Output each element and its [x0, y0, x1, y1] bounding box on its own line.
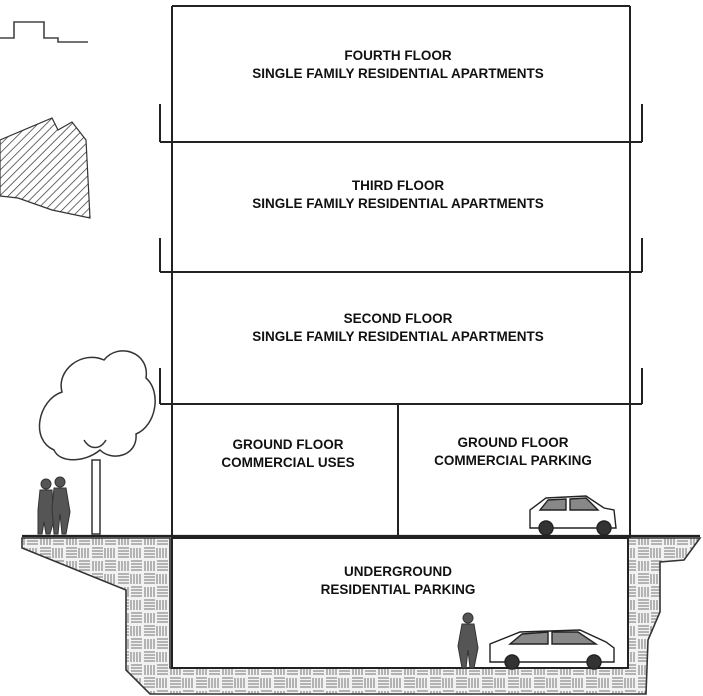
neighbor-building-outline	[0, 21, 88, 43]
car-icon-ground	[529, 495, 617, 536]
third-floor-use: SINGLE FAMILY RESIDENTIAL APARTMENTS	[252, 196, 544, 211]
third-floor-title: THIRD FLOOR	[352, 178, 444, 193]
fourth-floor-use: SINGLE FAMILY RESIDENTIAL APARTMENTS	[252, 66, 544, 81]
ground-parking-title: GROUND FLOOR	[458, 435, 569, 450]
second-floor-use: SINGLE FAMILY RESIDENTIAL APARTMENTS	[252, 329, 544, 344]
label-underground: UNDERGROUND RESIDENTIAL PARKING	[321, 564, 476, 597]
ground-commercial-use: COMMERCIAL USES	[221, 455, 354, 470]
underground-title: UNDERGROUND	[344, 564, 452, 579]
person-icon-underground	[457, 612, 479, 669]
car-icon-underground	[489, 629, 615, 670]
tree-icon	[38, 350, 156, 535]
building-structure	[160, 5, 642, 538]
underground-use: RESIDENTIAL PARKING	[321, 582, 476, 597]
fourth-floor-title: FOURTH FLOOR	[344, 48, 451, 63]
label-second-floor: SECOND FLOOR SINGLE FAMILY RESIDENTIAL A…	[252, 311, 544, 344]
ground-commercial-title: GROUND FLOOR	[233, 437, 344, 452]
balcony-rails	[159, 104, 643, 404]
label-ground-parking: GROUND FLOOR COMMERCIAL PARKING	[434, 435, 592, 468]
label-fourth-floor: FOURTH FLOOR SINGLE FAMILY RESIDENTIAL A…	[252, 48, 544, 81]
neighbor-hatched-wall	[0, 117, 91, 219]
label-third-floor: THIRD FLOOR SINGLE FAMILY RESIDENTIAL AP…	[252, 178, 544, 211]
second-floor-title: SECOND FLOOR	[344, 311, 453, 326]
label-ground-commercial: GROUND FLOOR COMMERCIAL USES	[221, 437, 354, 470]
pedestrians-icon	[37, 476, 71, 535]
ground-parking-use: COMMERCIAL PARKING	[434, 453, 592, 468]
